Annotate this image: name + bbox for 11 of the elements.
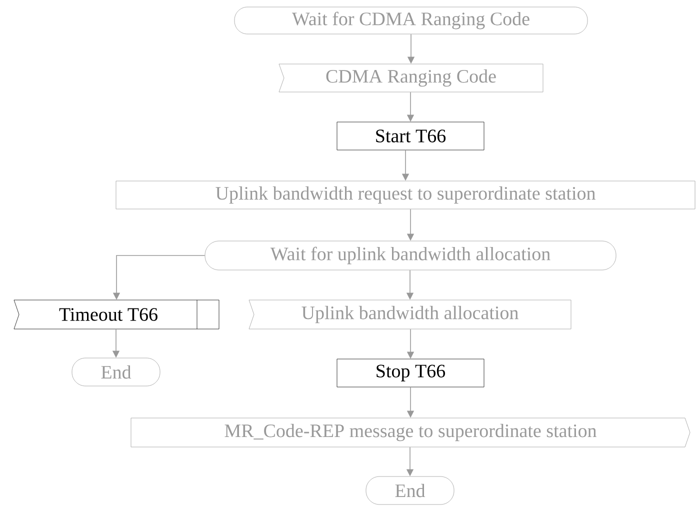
task-box: Start T66 — [336, 122, 484, 150]
state-terminal: Wait for CDMA Ranging Code — [234, 6, 588, 34]
end-terminal: End — [72, 358, 160, 386]
input-signal-box: Uplink bandwidth allocation — [248, 300, 572, 330]
input-signal-box: CDMA Ranging Code — [278, 64, 544, 92]
task-box: Stop T66 — [336, 358, 484, 388]
end-terminal: End — [366, 476, 454, 505]
state-terminal: Wait for uplink bandwidth allocation — [204, 240, 616, 270]
output-box: Uplink bandwidth request to superordinate station — [116, 180, 696, 210]
timer-signal-box: Timeout T66 — [14, 300, 220, 330]
output-signal-box: MR_Code-REP message to superordinate station — [130, 418, 690, 448]
